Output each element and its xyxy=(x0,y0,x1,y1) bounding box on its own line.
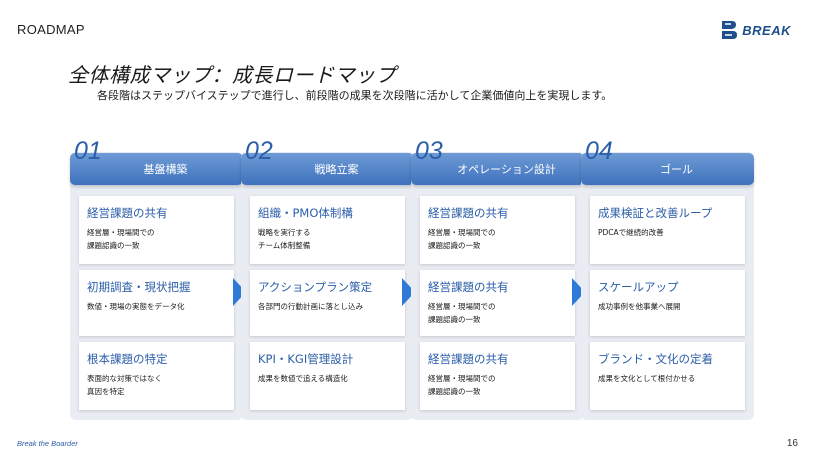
phase-card: 経営課題の共有 経営層・現場間での 課題認識の一致 xyxy=(420,342,575,410)
card-title: KPI・KGI管理設計 xyxy=(258,352,354,366)
card-description: 経営層・現場間での 課題認識の一致 xyxy=(428,374,496,396)
phase-card: 経営課題の共有 経営層・現場間での 課題認識の一致 xyxy=(79,196,234,264)
card-description: 経営層・現場間での 課題認識の一致 xyxy=(428,302,496,324)
card-description: 表面的な対策ではなく 真因を特定 xyxy=(87,374,162,396)
card-title: 根本課題の特定 xyxy=(87,352,168,366)
card-title: 初期調査・現状把握 xyxy=(87,280,191,294)
phase-label: オペレーション設計 xyxy=(457,163,556,176)
card-description: 数値・現場の実態をデータ化 xyxy=(87,302,185,311)
card-description: 戦略を実行する チーム体制整備 xyxy=(258,228,311,250)
phase-number: 01 xyxy=(74,137,102,165)
phase-card: 成果検証と改善ループ PDCAで継続的改善 xyxy=(590,196,745,264)
phase-card: KPI・KGI管理設計 成果を数値で追える構造化 xyxy=(250,342,405,410)
card-title: ブランド・文化の定着 xyxy=(598,352,713,366)
card-description: 成果を数値で追える構造化 xyxy=(258,374,348,383)
phase-card: 経営課題の共有 経営層・現場間での 課題認識の一致 xyxy=(420,196,575,264)
card-title: 組織・PMO体制構 xyxy=(258,206,353,220)
phase-card: スケールアップ 成功事例を他事業へ展開 xyxy=(590,270,745,336)
phase-card: 経営課題の共有 経営層・現場間での 課題認識の一致 xyxy=(420,270,575,336)
brand-logo: BREAK xyxy=(720,20,791,40)
card-title: スケールアップ xyxy=(598,280,679,294)
phase-number: 03 xyxy=(415,137,443,165)
phase-column-01: 基盤構築 01 経営課題の共有 経営層・現場間での 課題認識の一致 初期調査・現… xyxy=(70,139,243,420)
page-title: 全体構成マップ：成長ロードマップ xyxy=(68,63,396,87)
phase-column-03: オペレーション設計 03 経営課題の共有 経営層・現場間での 課題認識の一致 経… xyxy=(411,139,584,420)
phase-column-02: 戦略立案 02 組織・PMO体制構 戦略を実行する チーム体制整備 アクションプ… xyxy=(241,139,414,420)
brand-name: BREAK xyxy=(742,22,791,38)
card-description: 成果を文化として根付かせる xyxy=(598,374,696,383)
phase-card: 根本課題の特定 表面的な対策ではなく 真因を特定 xyxy=(79,342,234,410)
phase-header: ゴール xyxy=(581,153,754,185)
phase-number: 04 xyxy=(585,137,613,165)
card-description: 成功事例を他事業へ展開 xyxy=(598,302,681,311)
card-description: 各部門の行動計画に落とし込み xyxy=(258,302,363,311)
phase-header: オペレーション設計 xyxy=(411,153,584,185)
phase-number: 02 xyxy=(245,137,273,165)
card-description: 経営層・現場間での 課題認識の一致 xyxy=(428,228,496,250)
phase-card: 初期調査・現状把握 数値・現場の実態をデータ化 xyxy=(79,270,234,336)
footer-tagline: Break the Boarder xyxy=(17,439,78,448)
card-title: 経営課題の共有 xyxy=(428,352,509,366)
phase-header: 戦略立案 xyxy=(241,153,414,185)
phase-label: 基盤構築 xyxy=(143,163,188,176)
phase-card: 組織・PMO体制構 戦略を実行する チーム体制整備 xyxy=(250,196,405,264)
phase-card: アクションプラン策定 各部門の行動計画に落とし込み xyxy=(250,270,405,336)
phase-card: ブランド・文化の定着 成果を文化として根付かせる xyxy=(590,342,745,410)
card-description: PDCAで継続的改善 xyxy=(598,228,664,237)
phase-column-04: ゴール 04 成果検証と改善ループ PDCAで継続的改善 スケールアップ 成功事… xyxy=(581,139,754,420)
page-number: 16 xyxy=(786,438,798,449)
page-subtitle: 各段階はステップバイステップで進行し、前段階の成果を次段階に活かして企業価値向上… xyxy=(97,89,613,102)
phase-label: 戦略立案 xyxy=(314,163,359,176)
card-title: 経営課題の共有 xyxy=(428,206,509,220)
card-title: アクションプラン策定 xyxy=(258,280,373,294)
card-title: 成果検証と改善ループ xyxy=(598,206,713,220)
section-label: ROADMAP xyxy=(17,22,85,37)
card-title: 経営課題の共有 xyxy=(87,206,168,220)
card-title: 経営課題の共有 xyxy=(428,280,509,294)
phase-label: ゴール xyxy=(660,163,693,176)
break-logo-icon xyxy=(722,21,738,39)
phase-header: 基盤構築 xyxy=(70,153,243,185)
card-description: 経営層・現場間での 課題認識の一致 xyxy=(87,228,155,250)
